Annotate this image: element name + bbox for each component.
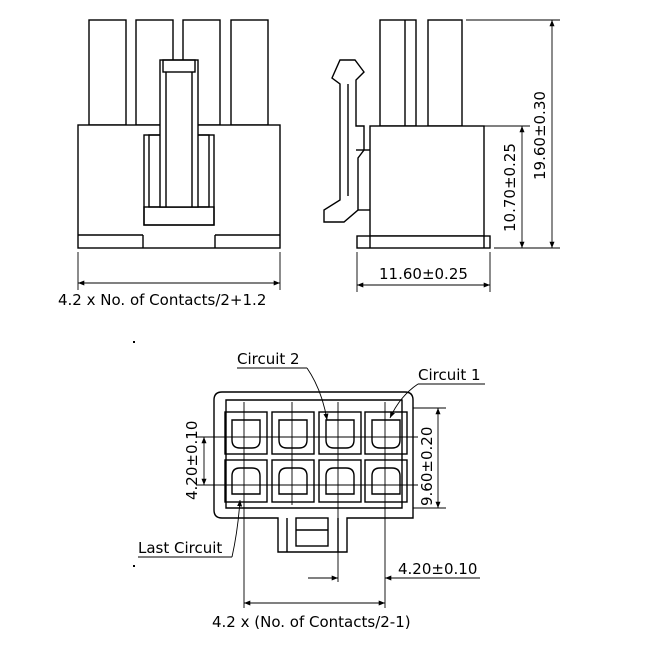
side-body — [369, 125, 485, 237]
cavity-row-top — [224, 411, 408, 455]
cavity-row-bottom — [224, 459, 408, 503]
side-total-height-dim: 19.60±0.30 — [531, 91, 549, 180]
bottom-span-dim: 4.2 x (No. of Contacts/2-1) — [212, 613, 411, 631]
pin-side — [379, 19, 417, 127]
side-mid-height-dim: 10.70±0.25 — [501, 143, 519, 232]
pin — [88, 19, 127, 126]
bottom-row-pitch-dim: 4.20±0.10 — [183, 421, 201, 500]
last-circuit-label: Last Circuit — [138, 539, 222, 557]
latch-profile — [323, 59, 365, 223]
circuit1-label: Circuit 1 — [418, 366, 481, 384]
front-width-dim: 4.2 x No. of Contacts/2+1.2 — [58, 291, 266, 309]
pin-side — [427, 19, 463, 127]
side-view: 11.60±0.25 10.70±0.25 19.60±0.30 — [323, 19, 560, 292]
bottom-col-pitch-dim: 4.20±0.10 — [398, 560, 477, 578]
pin — [230, 19, 269, 126]
side-width-dim: 11.60±0.25 — [379, 265, 468, 283]
circuit2-label: Circuit 2 — [237, 350, 300, 368]
front-view: 4.2 x No. of Contacts/2+1.2 — [58, 19, 281, 309]
bottom-height-dim: 9.60±0.20 — [418, 427, 436, 506]
bottom-view: 4.20±0.10 9.60±0.20 4.20±0.10 4.2 x (No.… — [138, 350, 485, 631]
